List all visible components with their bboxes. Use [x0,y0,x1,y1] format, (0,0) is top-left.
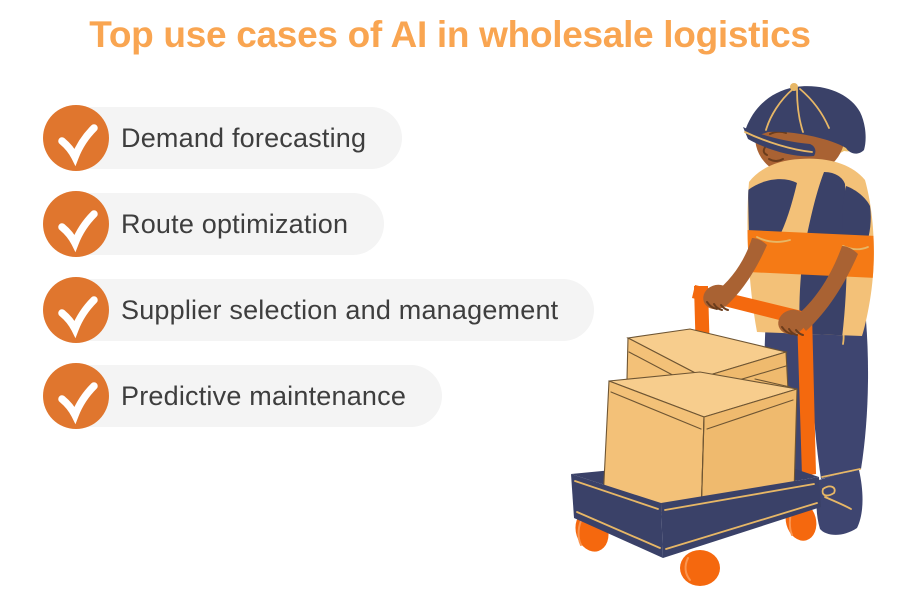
check-icon [43,105,109,171]
list-item: Supplier selection and management [43,277,595,343]
shoelace [821,485,852,510]
right-hand-fingers [781,326,804,336]
check-icon [43,191,109,257]
left-hand-fingers [706,301,729,311]
check-icon [43,277,109,343]
shirt-left-sleeve [748,179,797,242]
list-item: Predictive maintenance [43,363,443,429]
hand-cart [571,328,821,586]
check-icon [43,363,109,429]
list-item: Demand forecasting [43,105,403,171]
arms [703,238,858,336]
cart-platform-front [571,474,821,558]
right-arm [795,246,858,331]
cap-button [790,83,798,91]
item-label: Predictive maintenance [121,380,407,411]
shirt-right-sleeve [842,186,871,249]
item-label: Supplier selection and management [121,294,559,325]
list-item: Route optimization [43,191,385,257]
front-leg [811,316,869,479]
cap [743,83,866,157]
page-title: Top use cases of AI in wholesale logisti… [89,14,811,55]
item-label: Route optimization [121,208,349,239]
right-hand [778,309,806,335]
left-hand [703,284,731,310]
item-label: Demand forecasting [121,122,367,153]
vest-reflective-stripe [747,230,874,278]
